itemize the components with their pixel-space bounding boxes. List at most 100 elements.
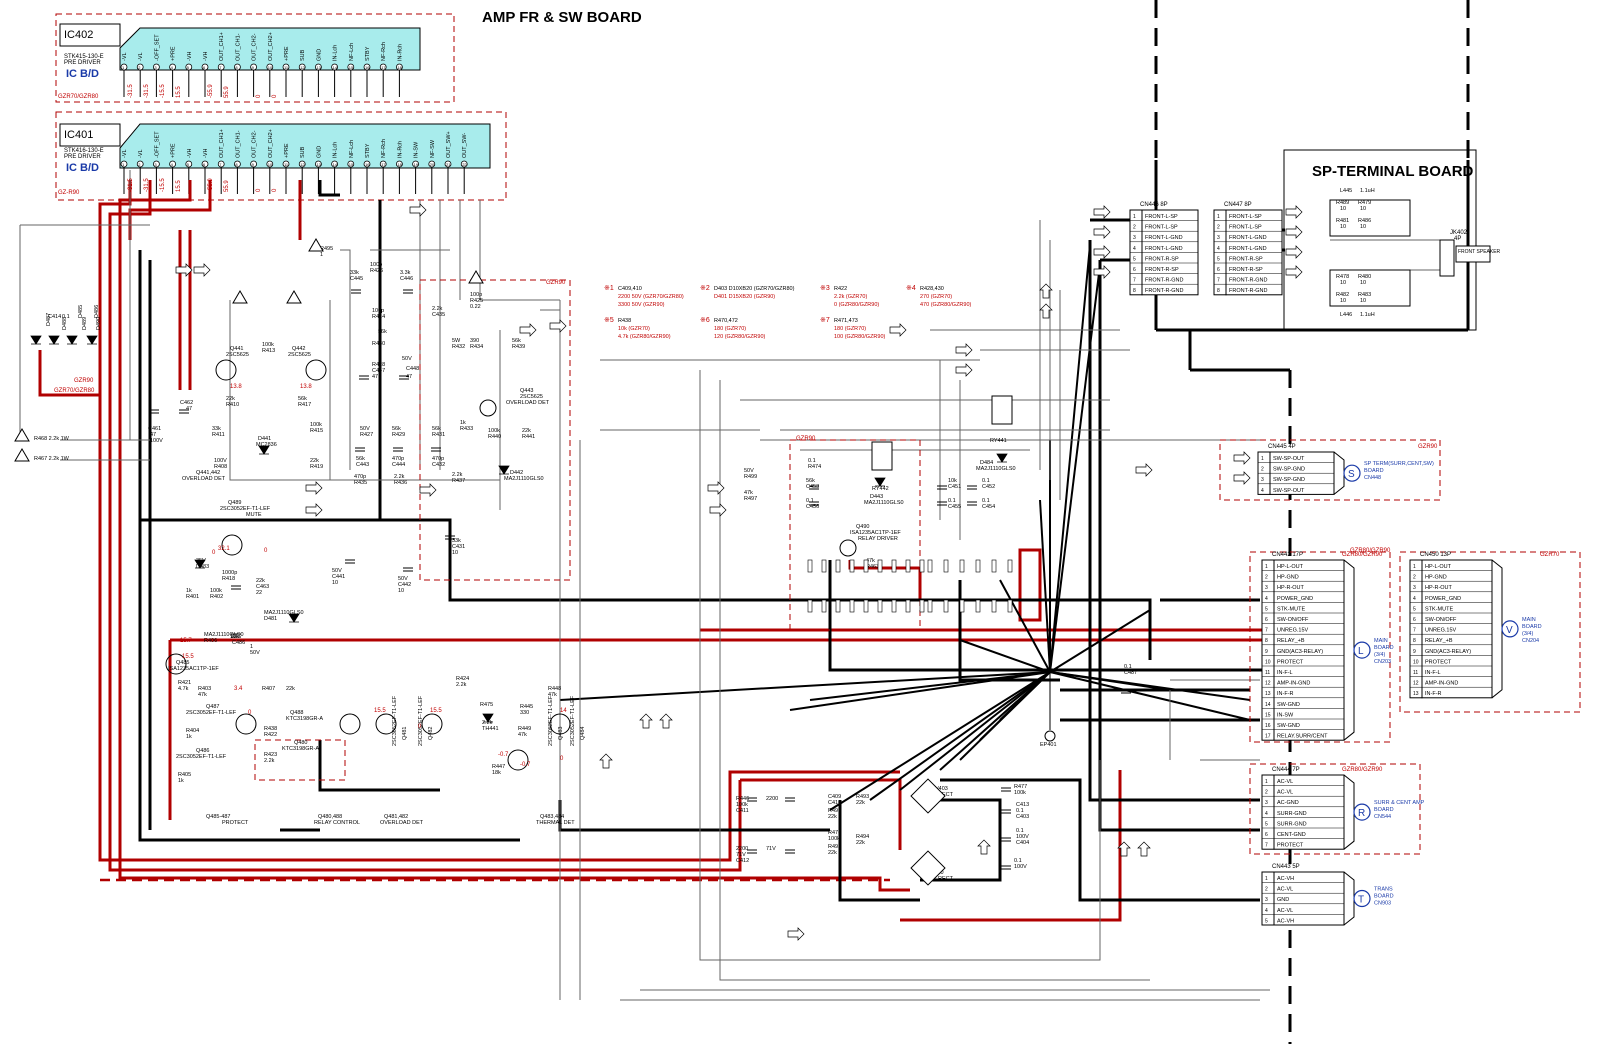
voltage-reading: 13.8 [300,384,312,390]
cn444-connector-pin-name: AC-GND [1277,800,1299,806]
cn444-connector-pin-name: CENT-GND [1277,832,1306,838]
cn444-connector-pin-num: 6 [1265,832,1268,838]
voltage-reading: -0.7 [520,762,531,768]
voltage-reading: 0 [212,550,216,556]
part-label: R428 [372,362,385,368]
ic402-pin-name: NF-Rch [381,42,387,61]
part-label: R403 [198,686,211,692]
part-label: C446 [400,276,413,282]
ic401-pin-name: OUT_CH2+ [268,129,274,158]
voltage-reading: 0 [256,188,262,192]
part-label: 0.1 [982,478,990,484]
voltage-reading: 15.5 [182,654,194,660]
cn446-connector-pin-name: FRONT-L-GND [1145,246,1183,252]
ic401-pin-name: GND [316,146,322,158]
thin-wiring [19,170,1440,1001]
part-label: 56k [512,338,521,344]
ic401-pin-num: 22 [462,162,467,167]
part-label: C486 [232,640,245,646]
transistor-label: 2SC3052EF-T1-LEF [418,695,424,746]
part-label: C442 [398,582,411,588]
part-label: R408 [214,464,227,470]
part-label: 50V [250,650,260,656]
ic402-pin-num: 8 [235,65,238,70]
model-tag: GZR80/GZR90 [1350,548,1391,554]
block-label: OVERLOAD DET [182,476,226,482]
cn446-connector-pin-num: 2 [1133,225,1136,231]
part-label: 2.2k [264,758,275,764]
part-label: 100k [210,588,222,594]
part-label: 100p [372,308,384,314]
part-label: 47 [372,374,378,380]
ic401-pin-num: 18 [397,162,402,167]
cn442-connector-pin-num: 13 [1265,691,1271,697]
resistor-symbol [919,599,925,613]
capacitor-symbol [809,501,819,506]
cn442-connector-pin-name: RELAY_+B [1277,638,1305,644]
cn444-connector-pin-num: 4 [1265,811,1268,817]
cn442-connector-pin-name: PROTECT [1277,659,1304,665]
cn444-connector-pin-num: 5 [1265,821,1268,827]
cn443-connector-pin-name: AC-VL [1277,887,1293,893]
part-label: 50V [398,576,408,582]
ic402-pin-name: +PRE [284,46,290,61]
ic401-tag: IC B/D [66,162,99,174]
part-label: 4.7k [178,686,189,692]
ic402-pin-num: 14 [333,65,338,70]
part-label: 0.1 [1014,858,1022,864]
ic401-pin-name: +PRE [284,143,290,158]
part-label: R467 2.2k 1W [34,456,70,462]
cn450-connector-pin-name: AMP-IN-GND [1425,681,1458,687]
ic401-pin-num: 16 [365,162,370,167]
part-label: R493 [856,794,869,800]
ic401-pin-num: 10 [268,162,273,167]
capacitor-symbol [1121,689,1131,694]
cn447-connector-pin-num: 4 [1217,246,1220,252]
cn442-connector-pin-name: SW-GND [1277,702,1300,708]
ic401-pin-num: 2 [138,162,141,167]
part-label: 100p [370,262,382,268]
cn442-connector-pin-name: IN-F-R [1277,691,1294,697]
voltage-reading: 0 [256,94,262,98]
variant-note-line: R470,472 [714,318,738,324]
part-label: R491 [828,808,841,814]
part-label: C456 [806,504,819,510]
cn443-connector-pin-name: GND [1277,897,1289,903]
block-label: D442 [510,470,523,476]
block-label: D484 [980,460,993,466]
cn445-connector-pin-name: SW-SP-OUT [1273,456,1305,462]
cn450-connector-pin-num: 10 [1413,659,1419,665]
ic401-pin-name: NF-SW [430,139,436,158]
part-label: 100k [736,802,748,808]
sp-part-label: L445 [1340,188,1352,194]
variant-note-mark: ※5 [604,317,614,324]
signal-arrow-icon [1093,205,1111,219]
capacitor-symbol [1001,837,1011,842]
resistor-symbol [959,599,965,613]
variant-note-mark: ※4 [906,285,916,292]
sp-part-label: 1.1uH [1360,312,1375,318]
jk402-count: 4P [1454,236,1461,242]
resistor-symbol [835,559,841,573]
capacitor-symbol [359,375,369,380]
variant-note-line: R438 [618,318,631,324]
ic401-line2: STK416-130-E [64,148,104,154]
cn447-connector-pin-num: 6 [1217,267,1220,273]
resistor-symbol [849,599,855,613]
block-label: MA2J1110GLS0 [864,500,904,506]
resistor-symbol [863,559,869,573]
voltage-reading: -55.9 [208,84,214,98]
block-label: RECT [938,876,954,882]
ic401-pin-name: SUB [300,146,306,158]
transistor-label: ISA1235AC1TP-1EF [168,666,219,672]
part-label: C463 [256,584,269,590]
transistor-label: Q487 [206,704,219,710]
transistor-label: Q480 [294,740,307,746]
resistor-symbol [877,599,883,613]
capacitor-symbol [351,289,361,294]
cn443-connector-dest-label: BOARD [1374,894,1394,900]
cn442-connector-pin-name: HP-L-OUT [1277,564,1304,570]
cn443-connector-pin-num: 4 [1265,908,1268,914]
